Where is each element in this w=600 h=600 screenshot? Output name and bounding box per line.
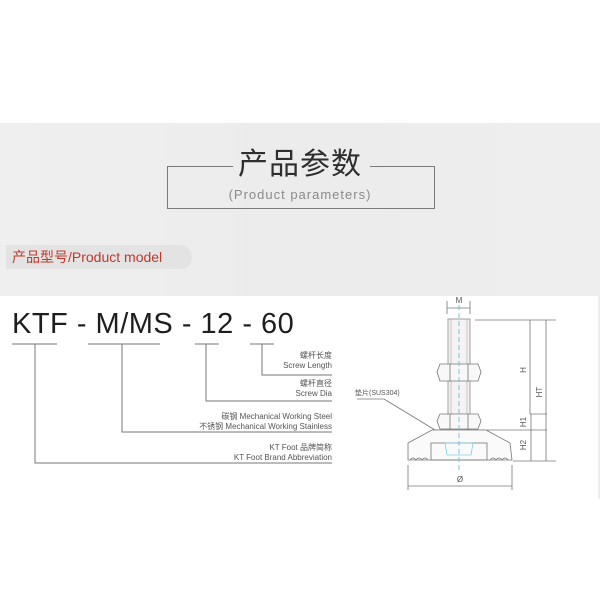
page-title: 产品参数 [238, 147, 362, 182]
callout-en: Screw Dia [295, 389, 332, 398]
callout-en: KT Foot Brand Abbreviation [233, 453, 332, 462]
page-subtitle: (Product parameters) [228, 187, 372, 202]
dim-ht-label: HT [535, 386, 544, 398]
callout-material-steel: 碳钢 Mechanical Working Steel [221, 412, 332, 421]
frame-top-right-line [370, 166, 434, 167]
dim-diameter-label: Ø [456, 475, 464, 484]
dim-h-label: H [519, 367, 528, 373]
section-label-pill [6, 245, 192, 269]
dim-h1-label: H1 [519, 416, 528, 428]
title-frame [167, 166, 435, 209]
section-label: 产品型号/Product model [12, 249, 163, 265]
leader-lines [12, 343, 332, 464]
dim-h2-label: H2 [519, 439, 528, 451]
callout-material-stainless: 不锈钢 Mechanical Working Stainless [199, 422, 332, 431]
callout-cn: 螺杆直径 [300, 379, 332, 388]
callout-material: 碳钢 Mechanical Working Steel 不锈钢 Mechanic… [160, 412, 332, 432]
washer-label: 垫片(SUS304) [355, 390, 400, 397]
callout-cn: KT Foot 品牌简称 [269, 443, 332, 452]
callout-screw-dia: 螺杆直径 Screw Dia [250, 379, 332, 399]
frame-top-left-line [168, 166, 233, 167]
callout-en: Screw Length [283, 361, 332, 370]
spec-panel [0, 296, 598, 499]
callout-cn: 螺杆长度 [300, 351, 332, 360]
callout-brand: KT Foot 品牌简称 KT Foot Brand Abbreviation [160, 443, 332, 463]
callout-screw-length: 螺杆长度 Screw Length [250, 351, 332, 371]
model-code: KTF - M/MS - 12 - 60 [12, 308, 295, 340]
dim-m-label: M [455, 296, 463, 305]
leveling-foot-drawing [357, 301, 556, 490]
